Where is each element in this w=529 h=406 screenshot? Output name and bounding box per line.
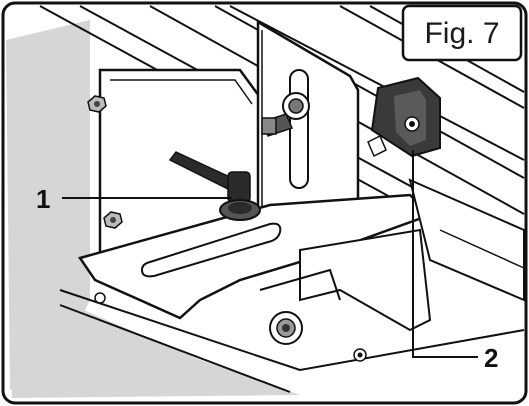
- fence-slot: [289, 69, 309, 189]
- hex-nut-lower: [103, 211, 123, 229]
- base-slot: [140, 222, 282, 278]
- back-plate-inner: [110, 79, 253, 105]
- adjust-wheel: [269, 311, 303, 345]
- lower-bracket: [299, 228, 432, 332]
- base-plate: [77, 193, 433, 320]
- callout-2-number: 2: [484, 343, 498, 373]
- table-edge-lower: [59, 304, 291, 393]
- lock-knob: [168, 151, 261, 221]
- shadow-region-bottom: [10, 300, 300, 398]
- fence-knob: [260, 92, 310, 137]
- clamp-bracket: [367, 76, 441, 158]
- table-hole: [94, 292, 106, 304]
- callout-1-number: 1: [36, 184, 50, 214]
- shadow-region: [6, 20, 90, 390]
- hex-nut-upper: [87, 95, 107, 113]
- figure-label: Fig. 7: [424, 17, 499, 50]
- figure-label-box: [401, 4, 523, 62]
- right-rail: [408, 178, 525, 302]
- callout-2-leader: [412, 150, 478, 358]
- table-edge: [59, 289, 525, 372]
